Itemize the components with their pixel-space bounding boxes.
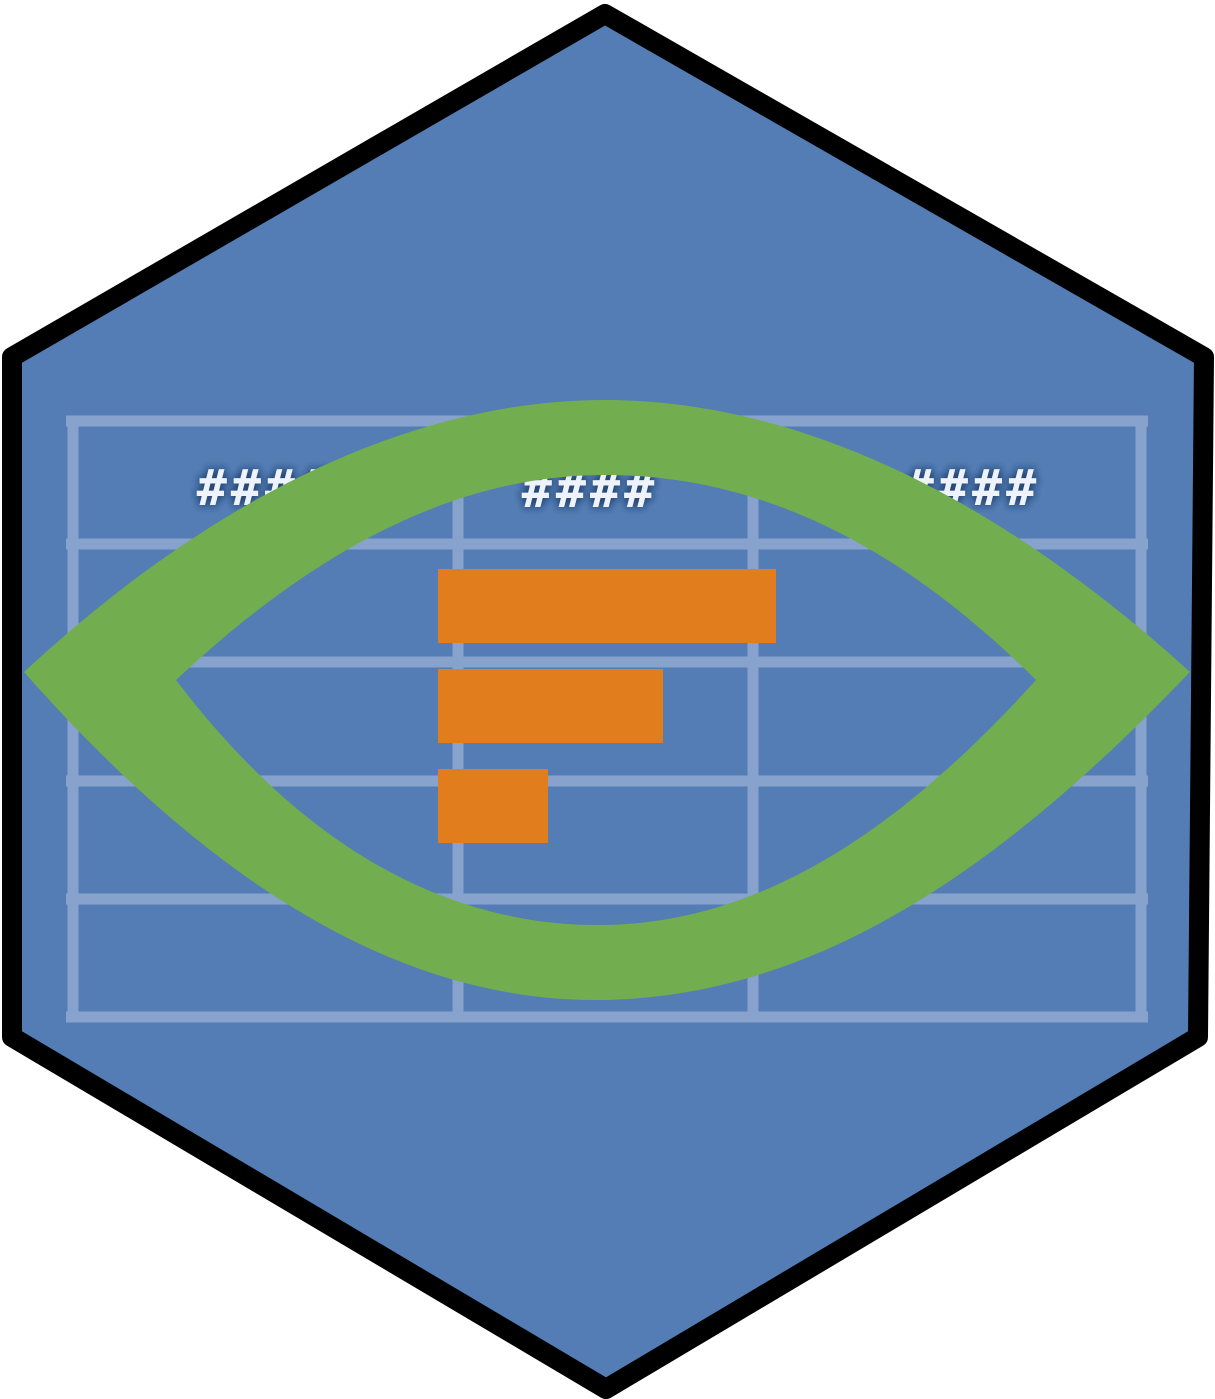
eye-icon <box>24 400 1190 1000</box>
bar-short <box>438 769 548 843</box>
hexagon-border <box>2 4 1214 1399</box>
bar-long <box>438 569 776 643</box>
bar-medium <box>438 669 663 743</box>
sort-bars-icon <box>438 569 776 843</box>
